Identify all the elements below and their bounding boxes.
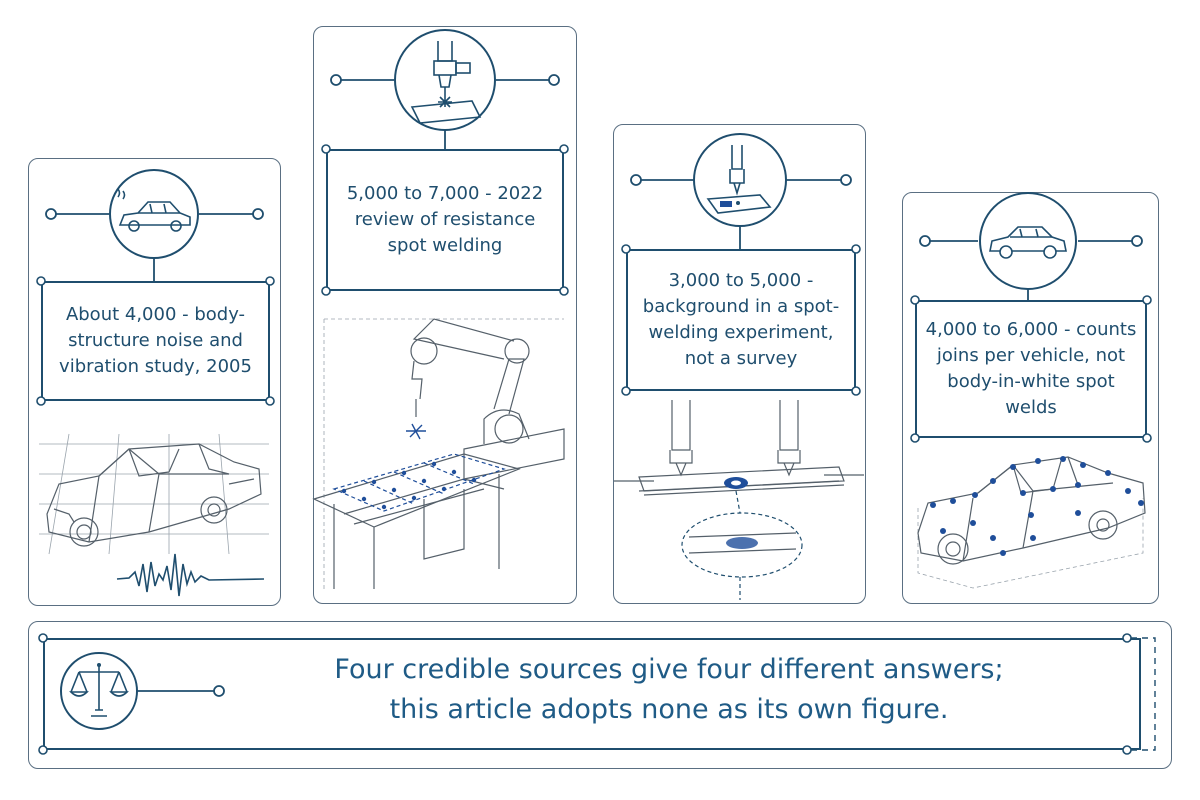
source-card-review-2022: 5,000 to 7,000 - 2022 review of resistan… [312, 26, 577, 604]
car-body-sketch [39, 433, 269, 597]
summary-text: Four credible sources give four differen… [229, 650, 1109, 730]
summary-line-2: this article adopts none as its own figu… [389, 694, 949, 725]
source-card-joins-count: 4,000 to 6,000 - counts joins per vehicl… [902, 192, 1159, 604]
spot-weld-gun-icon [410, 41, 482, 124]
sedan-icon [989, 226, 1067, 259]
connector-line [630, 133, 852, 249]
connector-line [919, 192, 1143, 303]
source-card-noise-study: About 4,000 - body-structure noise and v… [28, 158, 281, 606]
source-label-box: 3,000 to 5,000 - background in a spot-we… [626, 249, 856, 391]
vibration-wave [116, 553, 265, 597]
label-corner-dots [621, 244, 861, 396]
source-label-box: 4,000 to 6,000 - counts joins per vehicl… [915, 300, 1147, 438]
label-corner-dots [910, 295, 1152, 443]
car-body-icon [117, 188, 191, 232]
label-corner-dots [36, 276, 275, 406]
summary-banner: Four credible sources give four differen… [28, 621, 1172, 769]
source-label-box: 5,000 to 7,000 - 2022 review of resistan… [326, 149, 564, 291]
source-label-text: About 4,000 - body-structure noise and v… [59, 304, 252, 377]
summary-line-1: Four credible sources give four differen… [334, 654, 1004, 685]
source-card-experiment: 3,000 to 5,000 - background in a spot-we… [613, 124, 866, 604]
source-label-box: About 4,000 - body-structure noise and v… [41, 281, 270, 401]
connector-line [45, 169, 264, 281]
source-label-text: 5,000 to 7,000 - 2022 review of resistan… [346, 183, 544, 256]
electrode-weld-sketch [614, 400, 864, 600]
summary-inner-box [43, 638, 1141, 750]
connector-line [330, 29, 560, 149]
label-corner-dots [321, 144, 569, 296]
robot-welding-sketch [312, 318, 565, 589]
source-label-text: 3,000 to 5,000 - background in a spot-we… [642, 270, 840, 369]
body-in-white-sketch [917, 456, 1146, 589]
balance-scale-icon [69, 663, 129, 717]
source-label-text: 4,000 to 6,000 - counts joins per vehicl… [925, 319, 1137, 418]
weld-electrode-icon [706, 145, 772, 214]
